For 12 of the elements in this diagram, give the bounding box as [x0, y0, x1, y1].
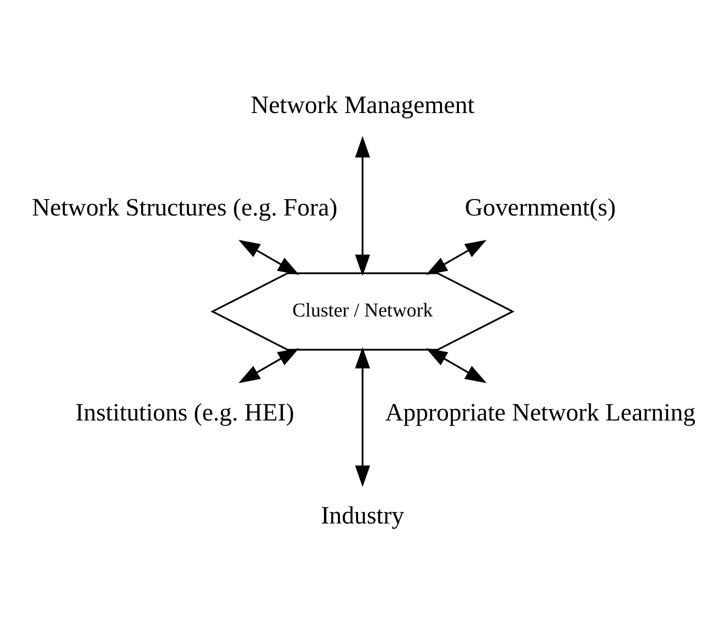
arrow — [426, 239, 487, 274]
arrow — [238, 348, 300, 383]
arrow — [355, 346, 370, 486]
arrow — [238, 239, 300, 274]
node-text: Institutions (e.g. HEI) — [75, 399, 294, 426]
node-text: Industry — [321, 502, 404, 529]
node-text: Network Structures (e.g. Fora) — [32, 194, 338, 221]
node-text: Appropriate Network Learning — [385, 399, 696, 426]
arrow — [355, 136, 370, 276]
arrow — [426, 348, 487, 383]
node-text: Government(s) — [464, 194, 616, 221]
node-text: Network Management — [250, 91, 474, 118]
